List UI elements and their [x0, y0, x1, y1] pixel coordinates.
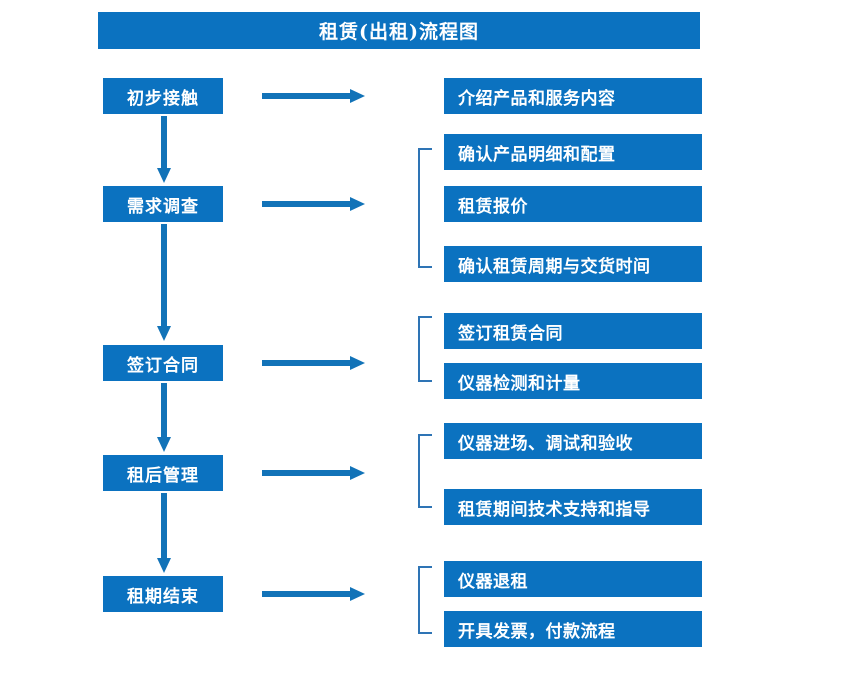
arrow-right-icon-1	[262, 89, 366, 103]
arrow-down-icon-4	[156, 493, 172, 574]
detail-box-6[interactable]: 仪器检测和计量	[444, 363, 702, 399]
arrow-down-icon-2	[156, 224, 172, 342]
detail-box-8[interactable]: 租赁期间技术支持和指导	[444, 489, 702, 525]
stage-box-4[interactable]: 租后管理	[103, 455, 223, 491]
group-bracket-icon-4	[418, 566, 432, 634]
detail-box-7[interactable]: 仪器进场、调试和验收	[444, 423, 702, 459]
arrow-right-icon-3	[262, 356, 366, 370]
group-bracket-icon-3	[418, 434, 432, 508]
detail-box-4[interactable]: 确认租赁周期与交货时间	[444, 246, 702, 282]
group-bracket-icon-2	[418, 316, 432, 382]
arrow-down-icon-1	[156, 116, 172, 184]
arrow-down-icon-3	[156, 383, 172, 453]
detail-box-5[interactable]: 签订租赁合同	[444, 313, 702, 349]
detail-box-3[interactable]: 租赁报价	[444, 186, 702, 222]
detail-box-10[interactable]: 开具发票，付款流程	[444, 611, 702, 647]
arrow-right-icon-2	[262, 197, 366, 211]
stage-box-5[interactable]: 租期结束	[103, 576, 223, 612]
arrow-right-icon-5	[262, 587, 366, 601]
detail-box-2[interactable]: 确认产品明细和配置	[444, 134, 702, 170]
page-title: 租赁(出租)流程图	[98, 12, 700, 49]
stage-box-1[interactable]: 初步接触	[103, 78, 223, 114]
detail-box-9[interactable]: 仪器退租	[444, 561, 702, 597]
group-bracket-icon-1	[418, 148, 432, 268]
detail-box-1[interactable]: 介绍产品和服务内容	[444, 78, 702, 114]
arrow-right-icon-4	[262, 466, 366, 480]
stage-box-3[interactable]: 签订合同	[103, 345, 223, 381]
stage-box-2[interactable]: 需求调查	[103, 186, 223, 222]
